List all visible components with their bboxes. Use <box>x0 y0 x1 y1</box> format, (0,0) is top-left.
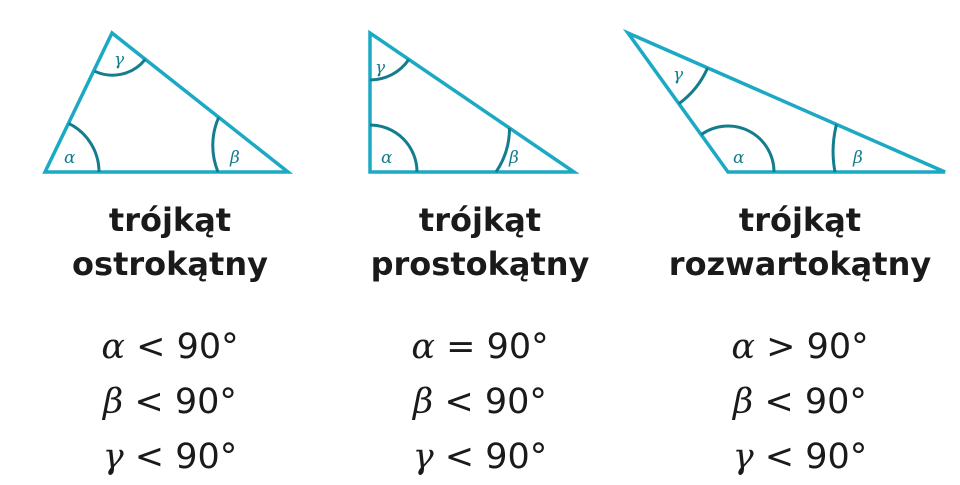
acute-condition-gamma: γ < 90° <box>102 437 238 477</box>
acute-name-line1: trójkąt <box>108 201 232 239</box>
acute-triangle-shape <box>42 30 294 174</box>
right-condition-alpha: α = 90° <box>411 327 549 367</box>
triangle-figures: α β γ α β γ α β γ <box>42 28 946 174</box>
acute-name: trójkąt ostrokątny <box>25 198 315 286</box>
obtuse-condition-alpha: α > 90° <box>731 327 869 367</box>
acute-angle-gamma-label: γ <box>114 50 125 70</box>
obtuse-angle-gamma-label: γ <box>673 65 684 85</box>
obtuse-condition-beta: β < 90° <box>733 382 867 422</box>
right-angle-beta-arc <box>494 127 512 173</box>
obtuse-name-line1: trójkąt <box>738 201 862 239</box>
obtuse-angle-beta-arc <box>831 124 838 173</box>
acute-angle-beta-arc <box>211 116 221 173</box>
right-angle-alpha-label: α <box>381 148 393 168</box>
acute-angle-gamma-arc <box>93 58 147 77</box>
acute-angle-alpha-arc <box>68 122 101 173</box>
acute-name-line2: ostrokątny <box>72 245 268 283</box>
obtuse-triangle: α β γ <box>622 28 946 174</box>
acute-condition-alpha: α < 90° <box>101 327 239 367</box>
obtuse-triangle-shape <box>622 28 946 174</box>
right-condition-gamma: γ < 90° <box>412 437 548 477</box>
right-angle-gamma-arc <box>369 58 411 82</box>
acute-condition-beta: β < 90° <box>103 382 237 422</box>
right-angle-beta-label: β <box>508 148 519 168</box>
obtuse-column: trójkąt rozwartokątny α > 90° β < 90° γ … <box>640 198 960 485</box>
obtuse-condition-gamma: γ < 90° <box>732 437 868 477</box>
obtuse-name-line2: rozwartokątny <box>668 245 932 283</box>
acute-conditions: α < 90° β < 90° γ < 90° <box>25 320 315 485</box>
acute-column: trójkąt ostrokątny α < 90° β < 90° γ < 9… <box>25 198 315 485</box>
acute-angle-alpha-label: α <box>64 148 76 168</box>
obtuse-angle-alpha-label: α <box>733 148 745 168</box>
right-triangle: α β γ <box>368 29 580 174</box>
obtuse-angle-alpha-arc <box>700 124 776 173</box>
right-conditions: α = 90° β < 90° γ < 90° <box>335 320 625 485</box>
acute-angle-beta-label: β <box>229 148 240 168</box>
right-name-line2: prostokątny <box>370 245 590 283</box>
right-angle-gamma-label: γ <box>375 58 386 78</box>
obtuse-angle-beta-label: β <box>852 148 863 168</box>
right-angle-alpha-arc <box>369 123 419 173</box>
right-name-line1: trójkąt <box>418 201 542 239</box>
obtuse-conditions: α > 90° β < 90° γ < 90° <box>640 320 960 485</box>
right-name: trójkąt prostokątny <box>335 198 625 286</box>
right-column: trójkąt prostokątny α = 90° β < 90° γ < … <box>335 198 625 485</box>
obtuse-angle-gamma-arc <box>678 67 709 105</box>
right-condition-beta: β < 90° <box>413 382 547 422</box>
obtuse-name: trójkąt rozwartokątny <box>640 198 960 286</box>
acute-triangle: α β γ <box>42 30 294 174</box>
right-triangle-shape <box>368 29 580 174</box>
